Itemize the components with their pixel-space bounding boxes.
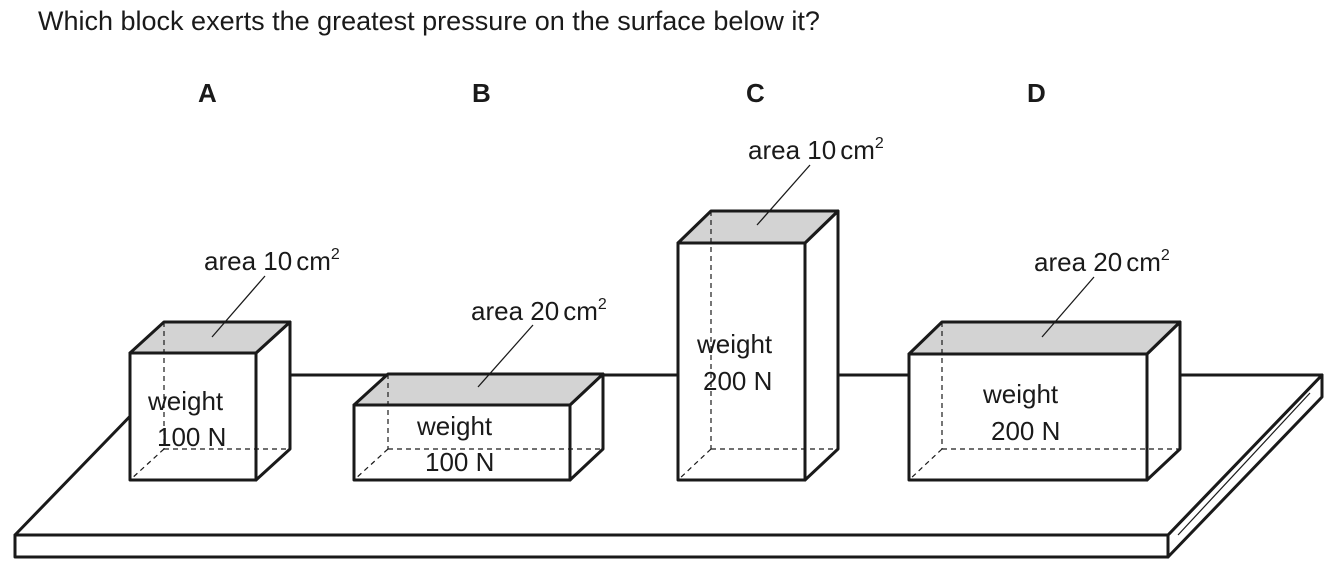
area-unit-c: cm bbox=[840, 135, 875, 165]
area-exponent-b: 2 bbox=[598, 296, 607, 313]
weight-word-b: weight bbox=[416, 411, 493, 441]
area-unit-b: cm bbox=[563, 296, 598, 326]
weight-value-d: 200 N bbox=[991, 416, 1060, 446]
area-exponent-a: 2 bbox=[331, 246, 340, 263]
weight-value-c: 200 N bbox=[703, 366, 772, 396]
area-exponent-d: 2 bbox=[1161, 247, 1170, 264]
weight-value-a: 100 N bbox=[157, 422, 226, 452]
label-b: B bbox=[472, 78, 491, 108]
area-exponent-c: 2 bbox=[875, 135, 884, 152]
label-a: A bbox=[198, 78, 217, 108]
block-b bbox=[352, 324, 605, 482]
weight-word-a: weight bbox=[147, 386, 224, 416]
area-value-c: area 10 bbox=[748, 135, 836, 165]
weight-word-d: weight bbox=[982, 379, 1059, 409]
label-d: D bbox=[1027, 78, 1046, 108]
area-value-d: area 20 bbox=[1034, 247, 1122, 277]
leader-line-c bbox=[756, 164, 811, 226]
block-d bbox=[907, 276, 1182, 482]
label-c: C bbox=[746, 78, 765, 108]
area-value-a: area 10 bbox=[204, 246, 292, 276]
leader-line-d bbox=[1041, 276, 1095, 338]
area-unit-d: cm bbox=[1126, 247, 1161, 277]
leader-line-a bbox=[211, 275, 266, 338]
leader-line-b bbox=[477, 324, 534, 388]
weight-value-b: 100 N bbox=[425, 447, 494, 477]
block-c bbox=[676, 164, 840, 482]
block-a bbox=[128, 275, 292, 482]
area-value-b: area 20 bbox=[471, 296, 559, 326]
question-text: Which block exerts the greatest pressure… bbox=[38, 6, 820, 36]
area-unit-a: cm bbox=[296, 246, 331, 276]
weight-word-c: weight bbox=[696, 329, 773, 359]
